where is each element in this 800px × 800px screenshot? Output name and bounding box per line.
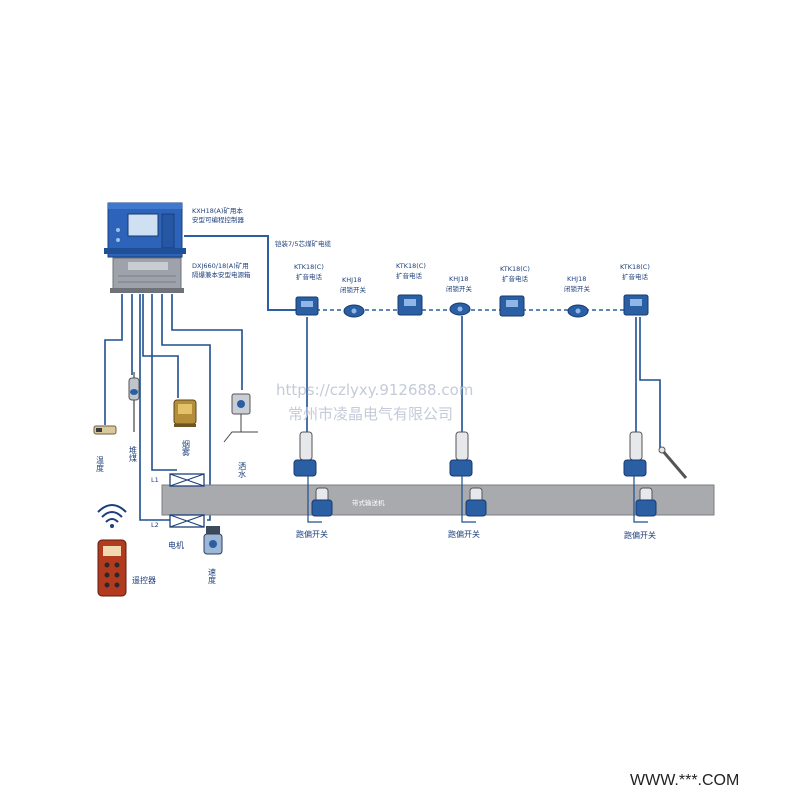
phone-model: KTK18(C) (294, 263, 324, 271)
speed-label: 速度 (208, 568, 217, 585)
lockout-switch (567, 304, 589, 318)
pull-cord-sensor-icon (658, 446, 688, 479)
deviation-switch-icon (449, 431, 487, 523)
motor-l2-label: L2 (151, 521, 159, 529)
deviation-switch-label: 跑偏开关 (296, 529, 328, 539)
deviation-switch-label: 跑偏开关 (624, 530, 656, 540)
motor-wire (161, 294, 211, 521)
speed-sensor-icon (203, 526, 223, 555)
phone-device (623, 294, 649, 316)
motor-l1-icon (169, 473, 205, 487)
sensor-wire (142, 294, 179, 398)
sensor-wire (171, 294, 243, 390)
coal-pile-label: 堆煤 (129, 445, 138, 463)
power-supply-label-1: DXJ660/18(A)矿用 (192, 261, 249, 270)
phone-device (397, 294, 423, 316)
conveyor-belt (161, 484, 715, 516)
trunk-cable (184, 235, 302, 311)
deviation-switch-icon (293, 431, 333, 523)
power-supply-label-2: 隔爆兼本安型电源箱 (192, 270, 251, 279)
motor-l2-icon (169, 514, 205, 528)
sprinkler-icon (223, 393, 258, 443)
motor-label: 电机 (168, 540, 184, 550)
temperature-label: 温度 (96, 456, 105, 473)
conveyor-label: 带式输送机 (352, 498, 385, 507)
sensor-wire (104, 294, 123, 425)
lockout-name: 闭锁开关 (340, 285, 367, 294)
lockout-model: KHJ18 (449, 275, 468, 283)
watermark-company: 常州市凌晶电气有限公司 (288, 405, 453, 423)
phone-device (295, 296, 319, 316)
phone-model: KTK18(C) (620, 263, 650, 271)
remote-control-icon (97, 539, 127, 597)
lockout-switch (449, 302, 471, 316)
temperature-sensor-icon (93, 425, 117, 435)
controller-cabinet (104, 202, 186, 258)
phone-name: 扩音电话 (622, 272, 649, 281)
footer-url: WWW.***.COM (630, 772, 739, 789)
motor-l1-label: L1 (151, 476, 159, 484)
remote-label: 遥控器 (132, 575, 156, 585)
phone-name: 扩音电话 (396, 271, 423, 280)
smoke-sensor-icon (173, 399, 197, 427)
controller-label-2: 安型可编程控制器 (192, 215, 245, 224)
lockout-name: 闭锁开关 (564, 284, 591, 293)
lockout-model: KHJ18 (342, 276, 361, 284)
smoke-label: 烟雾 (182, 440, 191, 457)
lockout-model: KHJ18 (567, 275, 586, 283)
phone-name: 扩音电话 (296, 272, 323, 281)
phone-name: 扩音电话 (502, 274, 529, 283)
sprinkler-label: 洒水 (238, 462, 247, 478)
watermark-url: https://czlyxy.912688.com (276, 381, 473, 399)
phone-model: KTK18(C) (500, 265, 530, 273)
motor-wire (151, 294, 177, 471)
wifi-icon (97, 504, 127, 528)
lockout-name: 闭锁开关 (446, 284, 473, 293)
drop-wire (639, 317, 661, 450)
lockout-switch (343, 304, 365, 318)
deviation-switch-label: 跑偏开关 (448, 529, 480, 539)
controller-label-1: KXH18(A)矿用本 (192, 206, 243, 215)
phone-device (499, 295, 525, 317)
phone-model: KTK18(C) (396, 262, 426, 270)
cable-label: 铠装7/5芯煤矿电缆 (275, 239, 331, 248)
coal-pile-sensor-icon (128, 372, 140, 432)
power-supply-box (110, 257, 184, 293)
deviation-switch-icon (623, 431, 657, 523)
motor-wire (139, 294, 177, 521)
